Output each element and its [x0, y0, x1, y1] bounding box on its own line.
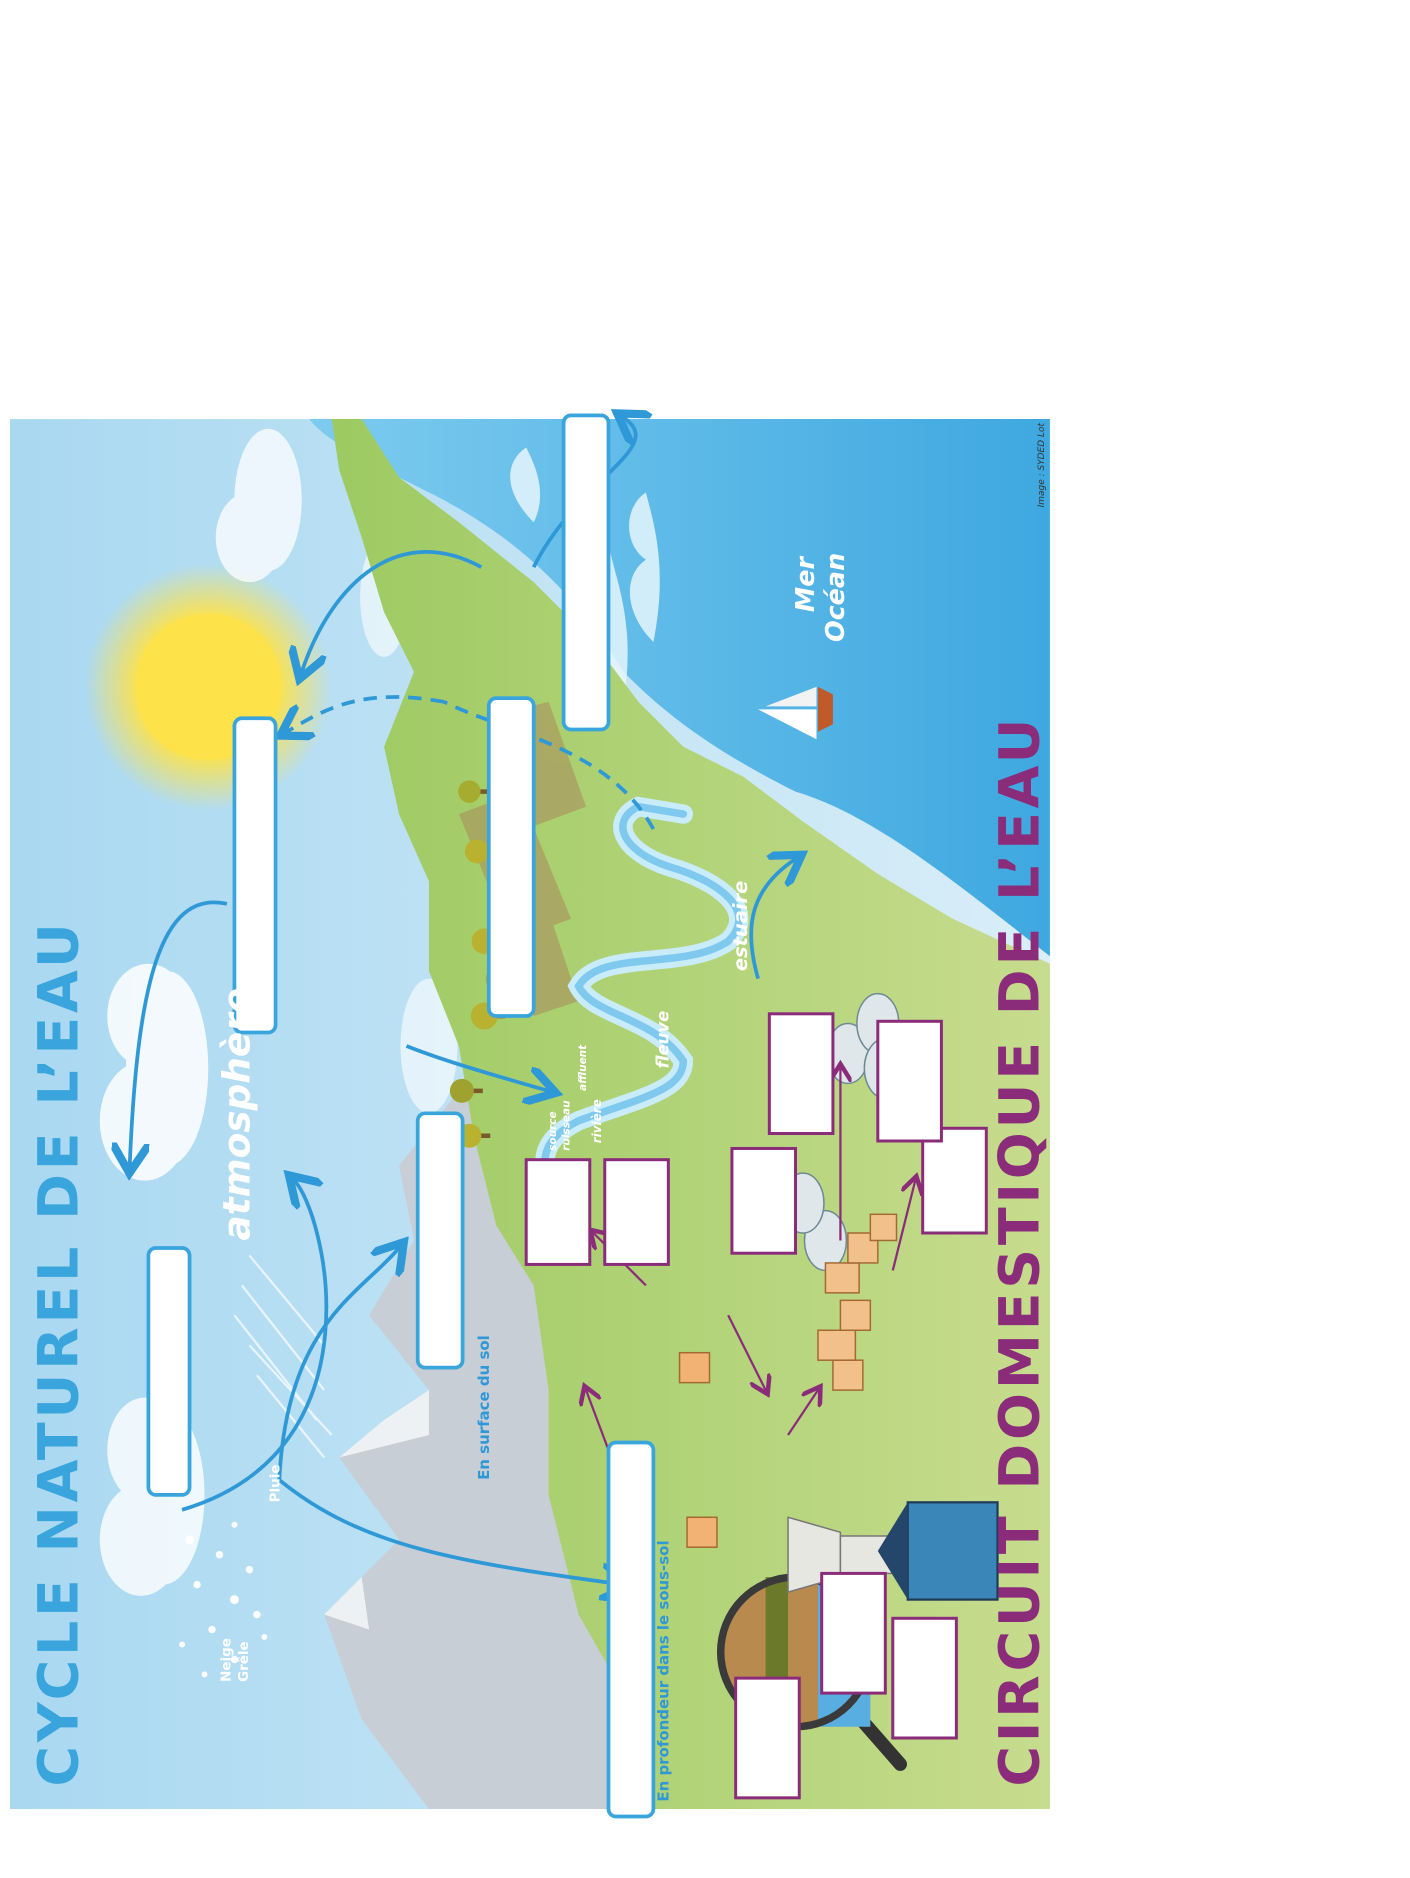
- label-source: source: [547, 1111, 559, 1150]
- label-surface: En surface du sol: [475, 1335, 493, 1480]
- sea: [309, 419, 1050, 957]
- label-fleuve: fleuve: [653, 1011, 672, 1069]
- blank-box-natural-4[interactable]: [561, 413, 611, 732]
- arrow-ruissellement: [277, 1248, 399, 1480]
- image-credit: Image : SYDED Lot: [1037, 423, 1047, 508]
- blank-box-domestic-8[interactable]: [820, 1571, 887, 1695]
- blank-box-natural-2[interactable]: [232, 716, 278, 1035]
- blank-box-domestic-6[interactable]: [876, 1019, 943, 1143]
- title-domestic-circuit: CIRCUIT DOMESTIQUE DE L’EAU: [989, 715, 1053, 1787]
- label-ruisseau: ruisseau: [561, 1100, 573, 1151]
- cloud-icon: [215, 428, 302, 583]
- label-pluie: Pluie: [268, 1465, 283, 1503]
- blank-box-domestic-5[interactable]: [767, 1012, 835, 1136]
- arrow-to-source: [405, 1044, 549, 1091]
- blank-box-natural-1[interactable]: [146, 1246, 192, 1497]
- label-mer: Mer: [790, 556, 820, 613]
- label-grele: Grêle: [236, 1641, 252, 1682]
- title-natural-cycle: CYCLE NATUREL DE L’EAU: [27, 919, 91, 1786]
- rain-streaks: [233, 1254, 333, 1459]
- blank-box-domestic-9[interactable]: [891, 1616, 958, 1740]
- arrow-condensation: [130, 900, 228, 1165]
- sailboat-icon: [758, 686, 833, 740]
- label-riviere: rivière: [590, 1099, 604, 1143]
- blank-box-domestic-4[interactable]: [921, 1126, 988, 1235]
- label-neige: Neige: [220, 1638, 235, 1682]
- arrow-to-sea: [749, 859, 795, 980]
- water-cycle-diagram: CYCLE NATUREL DE L’EAU CIRCUIT DOMESTIQU…: [10, 10, 1053, 1819]
- arrow-evaporation-land: [443, 700, 656, 830]
- arrow-infiltration: [278, 1478, 623, 1585]
- label-atmosphere: atmosphère: [214, 988, 258, 1241]
- house-icon: [877, 1501, 999, 1601]
- label-ocean: Océan: [820, 553, 850, 642]
- blank-box-natural-6[interactable]: [606, 1440, 656, 1819]
- sun-icon: [84, 563, 332, 811]
- arrow-evaporation-sea: [302, 550, 483, 672]
- pump-station-icon: [678, 1351, 718, 1548]
- blank-box-domestic-3[interactable]: [730, 1146, 798, 1255]
- snow-hail-dots: [179, 1521, 268, 1678]
- blank-box-domestic-1[interactable]: [524, 1158, 592, 1266]
- arrow-precipitation: [181, 1181, 329, 1512]
- poster: CYCLE NATUREL DE L’EAU CIRCUIT DOMESTIQU…: [10, 10, 1400, 1868]
- label-estuaire: estuaire: [729, 881, 752, 971]
- house-icon: [817, 1213, 898, 1391]
- blank-boxes-domestic: [524, 1012, 988, 1800]
- blank-boxes-natural: [146, 413, 656, 1819]
- blank-box-natural-3[interactable]: [486, 696, 536, 1018]
- label-profondeur: En profondeur dans le sous-sol: [654, 1540, 672, 1801]
- blank-box-domestic-2[interactable]: [603, 1158, 670, 1266]
- label-affluent: affluent: [577, 1044, 589, 1091]
- blank-box-domestic-7[interactable]: [734, 1676, 801, 1800]
- blank-box-natural-5[interactable]: [415, 1111, 465, 1370]
